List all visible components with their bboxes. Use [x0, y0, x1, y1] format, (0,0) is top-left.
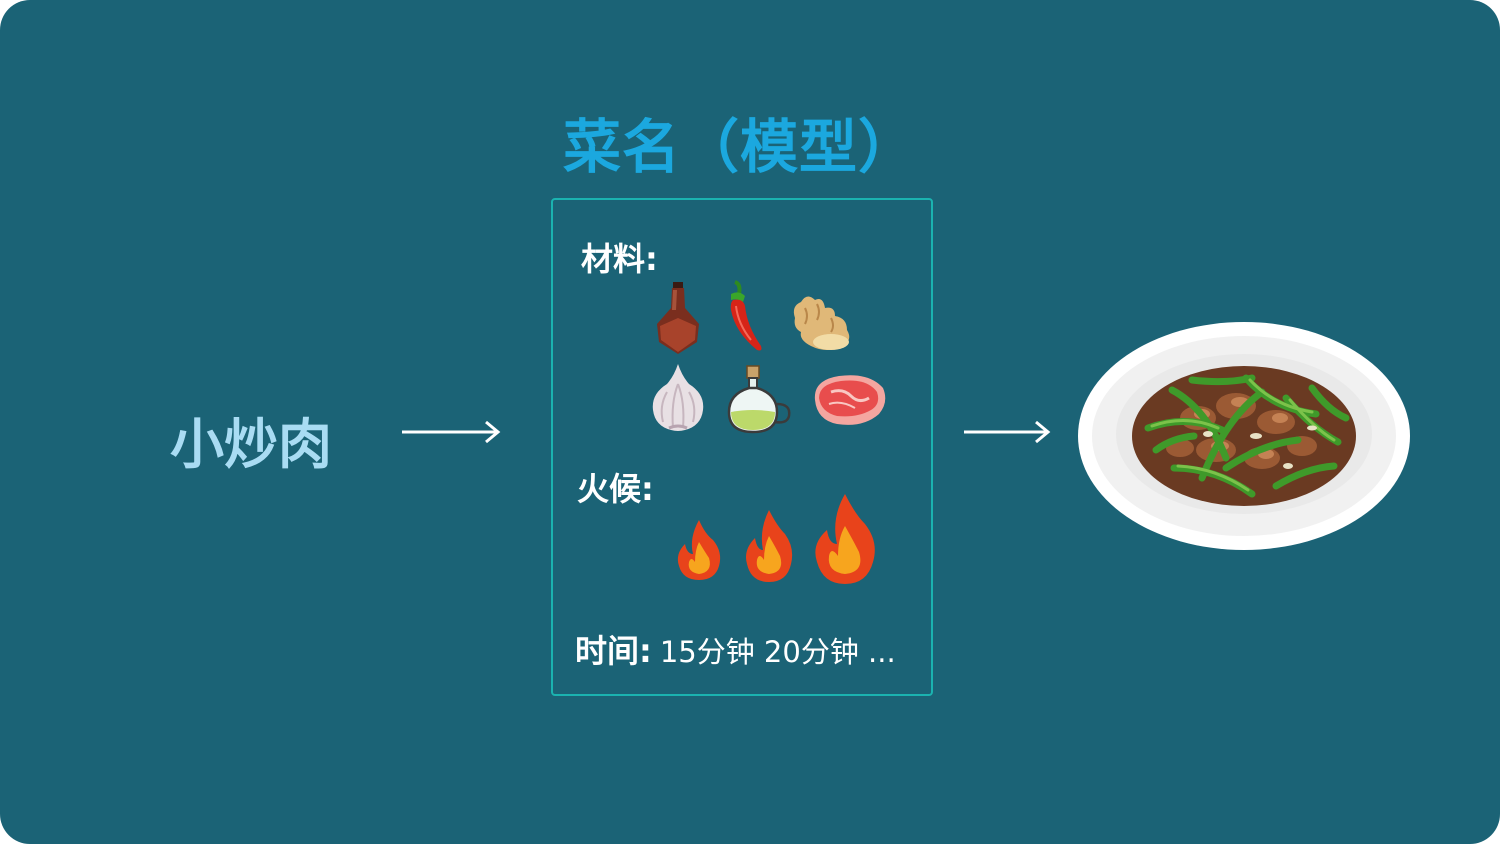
time-value: 15分钟 20分钟 ...: [659, 635, 896, 669]
raw-meat-icon: [809, 370, 889, 430]
medium-heat-flame-icon: [743, 508, 795, 588]
heat-label: 火候:: [577, 470, 654, 508]
right-arrow-icon: [964, 420, 1051, 444]
garlic-icon: [649, 362, 707, 432]
soy-sauce-bottle-icon: [653, 280, 703, 356]
right-arrow-icon: [402, 420, 501, 444]
ginger-icon: [787, 288, 857, 356]
dish-name: 小炒肉: [170, 413, 332, 476]
finished-dish-image: [1078, 322, 1410, 550]
materials-label: 材料:: [581, 240, 658, 278]
time-row: 时间:15分钟 20分钟 ...: [575, 626, 896, 672]
high-heat-flame-icon: [811, 492, 879, 590]
low-heat-flame-icon: [675, 518, 723, 586]
dish-model-box: 材料:: [551, 198, 933, 696]
oil-bottle-icon: [723, 364, 795, 436]
red-chili-icon: [721, 280, 771, 356]
page-title: 菜名（模型）: [562, 113, 917, 181]
time-label: 时间:: [575, 632, 652, 670]
